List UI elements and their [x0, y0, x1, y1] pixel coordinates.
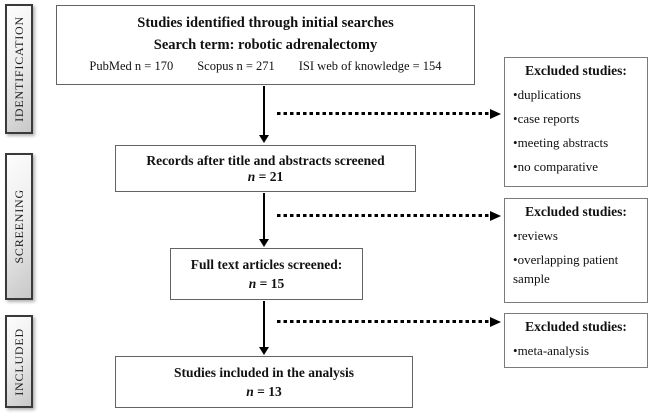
excluded-studies-box-3: Excluded studies: meta-analysis [504, 313, 648, 368]
phase-label-identification: IDENTIFICATION [11, 16, 26, 122]
records-screened-box: Records after title and abstracts screen… [115, 145, 416, 192]
excluded-heading-2: Excluded studies: [525, 204, 627, 219]
excluded-item: duplications [513, 81, 639, 105]
phase-tab-screening: SCREENING [5, 153, 33, 300]
phase-label-included: INCLUDED [11, 327, 26, 396]
dashed-arrow-right-3-head [490, 317, 501, 327]
phase-label-screening: SCREENING [11, 189, 26, 264]
fulltext-screened-box: Full text articles screened: n = 15 [170, 248, 363, 300]
records-screened-count: n = 21 [247, 169, 284, 185]
dashed-arrow-right-3 [277, 320, 491, 323]
search-term-line: Search term: robotic adrenalectomy [153, 37, 378, 53]
dashed-arrow-right-2-head [490, 211, 501, 221]
excluded-item: meta-analysis [513, 337, 639, 361]
identified-studies-box: Studies identified through initial searc… [56, 5, 475, 85]
excluded-studies-box-2: Excluded studies: reviews overlapping pa… [504, 198, 648, 303]
excluded-item: no comparative [513, 153, 639, 177]
arrow-down-1 [263, 86, 265, 136]
scopus-count: Scopus n = 271 [197, 59, 275, 73]
dashed-arrow-right-2 [277, 214, 491, 217]
fulltext-screened-count: n = 15 [248, 276, 285, 291]
database-counts: PubMed n = 170 Scopus n = 271 ISI web of… [89, 59, 441, 74]
dashed-arrow-right-1 [277, 112, 491, 115]
arrow-down-3 [263, 301, 265, 348]
studies-included-box: Studies included in the analysis n = 13 [115, 356, 413, 408]
phase-tab-included: INCLUDED [5, 315, 33, 408]
studies-included-count: n = 13 [246, 384, 282, 399]
arrow-down-2-head [259, 239, 269, 247]
arrow-down-3-head [259, 347, 269, 355]
excluded-list-2: reviews overlapping patient sample [513, 222, 639, 289]
excluded-heading-1: Excluded studies: [525, 63, 627, 78]
excluded-heading-3: Excluded studies: [525, 319, 627, 334]
excluded-studies-box-1: Excluded studies: duplications case repo… [504, 57, 648, 187]
fulltext-screened-title: Full text articles screened: [190, 257, 343, 272]
excluded-list-1: duplications case reports meeting abstra… [513, 81, 639, 176]
excluded-list-3: meta-analysis [513, 337, 639, 361]
excluded-item: case reports [513, 105, 639, 129]
excluded-item: meeting abstracts [513, 129, 639, 153]
identified-studies-title: Studies identified through initial searc… [137, 15, 394, 31]
excluded-item: reviews [513, 222, 639, 246]
isi-count: ISI web of knowledge = 154 [298, 59, 442, 73]
pubmed-count: PubMed n = 170 [89, 59, 174, 73]
arrow-down-1-head [259, 135, 269, 143]
records-screened-title: Records after title and abstracts screen… [146, 152, 385, 168]
dashed-arrow-right-1-head [490, 109, 501, 119]
arrow-down-2 [263, 193, 265, 240]
phase-tab-identification: IDENTIFICATION [5, 4, 33, 134]
excluded-item: overlapping patient sample [513, 246, 639, 289]
studies-included-title: Studies included in the analysis [173, 365, 355, 380]
